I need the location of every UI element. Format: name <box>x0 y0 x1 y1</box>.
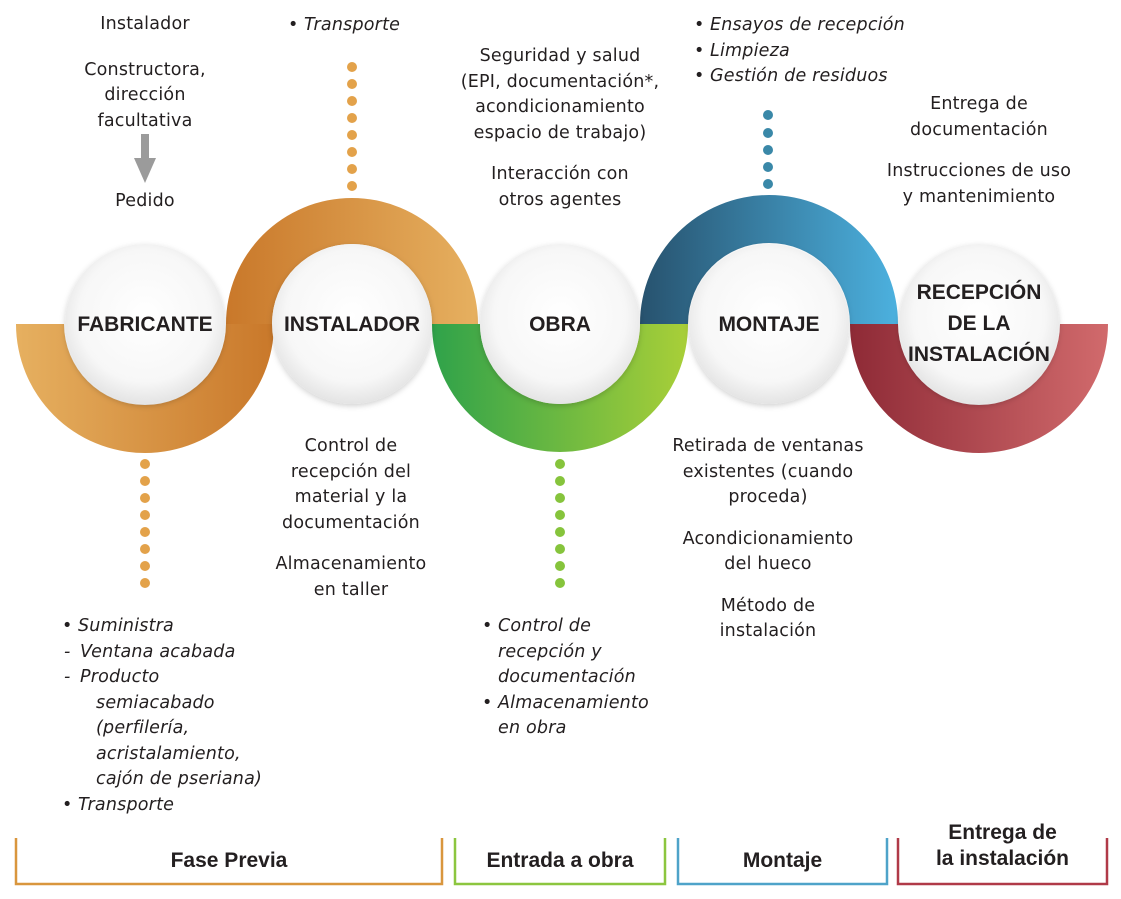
text-instalacion: instalación <box>719 621 817 641</box>
text-hueco: del hueco <box>724 554 812 574</box>
text-metodo: Método de <box>720 595 816 616</box>
stage-label-recepcion-2: DE LA <box>948 312 1011 335</box>
text-documentacion: documentación <box>282 512 420 533</box>
band-recepcion <box>850 324 1108 453</box>
text-acondicionamiento: acondicionamiento <box>475 97 645 117</box>
stage-label-instalador: INSTALADOR <box>284 313 420 336</box>
list-item: Ensayos de recepción <box>694 13 924 39</box>
text-proceda: proceda) <box>728 487 808 507</box>
dots-instalador-top <box>347 62 357 191</box>
circle-montaje <box>689 244 849 404</box>
dots-montaje-top <box>763 110 773 189</box>
phase-bracket-montaje <box>676 838 889 886</box>
list-subitem-cont: semiacabado <box>96 692 215 713</box>
text-pedido: Pedido <box>115 191 175 211</box>
list-subitem: Producto <box>62 665 302 691</box>
text-direccion: dirección <box>104 85 186 105</box>
stage-label-recepcion-1: RECEPCIÓN <box>917 280 1042 304</box>
stage-label-montaje: MONTAJE <box>718 313 819 336</box>
text-documentacion: documentación <box>910 119 1048 140</box>
circle-obra <box>480 244 640 404</box>
text-constructora: Constructora, <box>84 59 206 80</box>
list-item-cont: en obra <box>498 718 567 738</box>
text-seguridad: Seguridad y salud <box>479 46 641 66</box>
list-item: Almacenamiento <box>482 691 682 717</box>
list-item-cont: documentación <box>498 667 636 687</box>
band-obra <box>432 324 688 452</box>
list-item: Gestión de residuos <box>694 64 924 90</box>
list-item: Transporte <box>62 793 302 819</box>
phase-label-entrada-obra: Entrada a obra <box>486 849 634 872</box>
band-montaje <box>640 195 898 324</box>
stage-label-obra: OBRA <box>529 313 591 336</box>
phase-label-fase-previa: Fase Previa <box>170 849 288 872</box>
text-acondicionamiento: Acondicionamiento <box>682 528 854 549</box>
band-fabricante <box>16 324 274 453</box>
text-epi: (EPI, documentación*, <box>460 71 660 92</box>
list-item: Transporte <box>288 13 448 39</box>
text-recepcion: recepción del <box>290 461 412 482</box>
circle-recepcion <box>899 244 1059 404</box>
text-espacio: espacio de trabajo) <box>473 122 647 143</box>
instalador-top-list: Transporte <box>288 13 448 39</box>
montaje-top-list: Ensayos de recepción Limpieza Gestión de… <box>694 13 924 90</box>
phase-label-entrega-1: Entrega de <box>948 821 1057 844</box>
phase-label-montaje: Montaje <box>742 849 823 872</box>
list-subitem: Ventana acabada <box>62 640 302 666</box>
phase-bracket-entrada-obra <box>453 838 667 886</box>
text-material: material y la <box>294 487 408 507</box>
text-entrega: Entrega de <box>930 94 1028 114</box>
phase-label-entrega-2: la instalación <box>935 847 1070 870</box>
dots-fabricante-bottom <box>140 459 150 588</box>
text-instrucciones: Instrucciones de uso <box>886 161 1072 181</box>
text-existentes: existentes (cuando <box>682 461 854 482</box>
stage-label-recepcion-3: INSTALACIÓN <box>908 342 1050 366</box>
list-subitem-cont: cajón de pseriana) <box>96 769 263 789</box>
text-otros-agentes: otros agentes <box>498 189 622 210</box>
dots-obra-bottom <box>555 459 565 588</box>
obra-top-text: Seguridad y salud (EPI, documentación*, … <box>440 44 680 213</box>
text-control: Control de <box>304 436 398 456</box>
list-item: Suministra <box>62 614 302 640</box>
obra-bottom-list: Control de recepción y documentación Alm… <box>482 614 682 742</box>
down-arrow-icon <box>134 134 156 183</box>
circle-fabricante <box>65 244 225 404</box>
text-taller: en taller <box>313 579 389 600</box>
text-instalador: Instalador <box>100 14 190 34</box>
recepcion-top-text: Entrega de documentación Instrucciones d… <box>870 92 1088 210</box>
stage-label-fabricante: FABRICANTE <box>77 313 212 336</box>
circle-instalador <box>272 244 432 404</box>
text-mantenimiento: y mantenimiento <box>902 186 1056 207</box>
text-interaccion: Interacción con <box>491 164 629 184</box>
list-subitem-cont: acristalamiento, <box>96 743 241 764</box>
montaje-bottom-text: Retirada de ventanas existentes (cuando … <box>658 434 878 645</box>
text-almacenamiento: Almacenamiento <box>275 554 427 574</box>
phase-bracket-fase-previa <box>14 838 444 886</box>
phase-bracket-entrega <box>896 838 1109 886</box>
instalador-bottom-text: Control de recepción del material y la d… <box>256 434 446 603</box>
phase-label-entrega: Entrega de la instalación <box>898 820 1107 872</box>
text-facultativa: facultativa <box>97 110 193 131</box>
text-retirada: Retirada de ventanas <box>672 436 864 456</box>
band-instalador <box>226 198 478 324</box>
list-item-cont: recepción y <box>498 641 602 662</box>
fabricante-top-text: Instalador Constructora, dirección facul… <box>45 12 245 134</box>
fabricante-bottom-list: Suministra Ventana acabada Producto semi… <box>62 614 302 818</box>
list-subitem-cont: (perfilería, <box>96 718 190 738</box>
list-item: Limpieza <box>694 39 924 65</box>
list-item: Control de <box>482 614 682 640</box>
